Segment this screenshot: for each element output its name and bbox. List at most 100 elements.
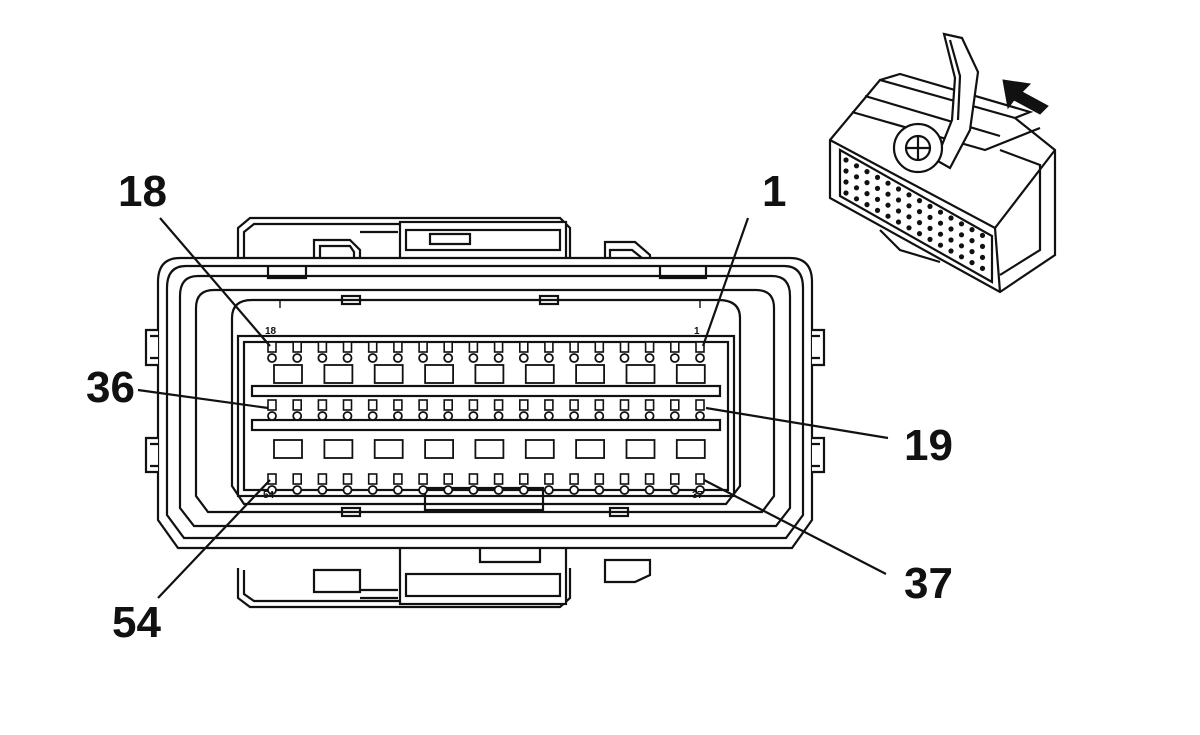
molded-number-1: 1 bbox=[694, 326, 700, 337]
pin-16 bbox=[317, 341, 328, 363]
inset-pin bbox=[853, 185, 860, 191]
leader-36 bbox=[137, 388, 269, 410]
inset-pin bbox=[874, 196, 881, 202]
pin-21 bbox=[644, 399, 655, 421]
pin-43 bbox=[544, 473, 554, 495]
lock-tab bbox=[373, 439, 404, 459]
lock-tab bbox=[474, 364, 505, 384]
leader-lines bbox=[137, 217, 889, 599]
pin-cavity bbox=[230, 294, 742, 518]
inset-pin bbox=[937, 209, 944, 215]
inset-pin bbox=[937, 242, 944, 248]
inset-pin bbox=[895, 197, 902, 203]
lock-tab bbox=[675, 439, 706, 459]
lock-tab bbox=[424, 364, 455, 384]
pin-20 bbox=[669, 399, 680, 421]
inset-pin bbox=[885, 191, 891, 197]
pin-1 bbox=[695, 341, 705, 363]
lock-tab bbox=[424, 439, 455, 459]
pin-46 bbox=[468, 473, 479, 495]
pin-array bbox=[267, 341, 706, 495]
inset-pin bbox=[885, 202, 891, 208]
inset-pin bbox=[864, 191, 870, 197]
leader-18 bbox=[159, 217, 271, 347]
inset-pin bbox=[843, 168, 849, 174]
inset-pin bbox=[927, 225, 933, 231]
pin-5 bbox=[594, 341, 605, 363]
molded-number-18: 18 bbox=[265, 326, 277, 337]
callout-1: 1 bbox=[762, 167, 786, 216]
pin-15 bbox=[342, 341, 353, 363]
inset-pin bbox=[979, 243, 986, 249]
pin-3 bbox=[644, 341, 655, 363]
pin-31 bbox=[392, 399, 403, 421]
inset-pin bbox=[853, 174, 860, 180]
inset-pin bbox=[969, 227, 975, 233]
pin-40 bbox=[619, 473, 630, 495]
lock-tab bbox=[273, 364, 303, 384]
pin-10 bbox=[468, 341, 479, 363]
pin-33 bbox=[342, 399, 353, 421]
pin-52 bbox=[317, 473, 328, 495]
leader-1 bbox=[701, 217, 750, 347]
inset-pin bbox=[916, 198, 923, 204]
inset-pin bbox=[874, 185, 881, 191]
inset-pin bbox=[979, 232, 986, 238]
inset-pin bbox=[916, 231, 923, 237]
inset-pin bbox=[864, 169, 870, 175]
inset-pin bbox=[916, 220, 923, 226]
pin-41 bbox=[594, 473, 605, 495]
lock-tab bbox=[675, 364, 706, 384]
lock-tab bbox=[575, 364, 605, 384]
inset-pin bbox=[958, 232, 965, 238]
callout-37: 37 bbox=[904, 559, 953, 608]
inset-pin bbox=[906, 214, 912, 220]
lock-tab bbox=[373, 364, 404, 384]
pin-38 bbox=[669, 473, 680, 495]
inset-pin bbox=[874, 207, 881, 213]
pin-25 bbox=[544, 399, 554, 421]
inset-pin bbox=[937, 220, 944, 226]
inset-pin bbox=[969, 249, 975, 255]
callout-36: 36 bbox=[86, 363, 135, 412]
pin-2 bbox=[669, 341, 680, 363]
inset-pin bbox=[979, 265, 986, 271]
leader-37 bbox=[703, 479, 887, 575]
inset-pin bbox=[895, 219, 902, 225]
pin-50 bbox=[367, 473, 378, 495]
inset-pin bbox=[885, 180, 891, 186]
inset-pin bbox=[885, 213, 891, 219]
pin-14 bbox=[367, 341, 378, 363]
inset-pin bbox=[927, 214, 933, 220]
pin-30 bbox=[418, 399, 429, 421]
molded-number-37: 37 bbox=[692, 490, 704, 501]
pin-53 bbox=[292, 473, 303, 495]
pin-27 bbox=[493, 399, 504, 421]
inset-pin bbox=[958, 221, 965, 227]
pin-37 bbox=[695, 473, 705, 495]
inset-pin bbox=[906, 192, 912, 198]
pin-23 bbox=[594, 399, 605, 421]
pin-39 bbox=[644, 473, 655, 495]
molded-number-54: 54 bbox=[263, 490, 275, 501]
pin-35 bbox=[292, 399, 303, 421]
pin-19 bbox=[695, 399, 705, 421]
pin-51 bbox=[342, 473, 353, 495]
callout-54: 54 bbox=[112, 598, 161, 647]
lock-tab bbox=[323, 364, 354, 384]
pin-9 bbox=[493, 341, 504, 363]
inset-pin bbox=[916, 209, 923, 215]
pin-12 bbox=[418, 341, 429, 363]
pin-26 bbox=[518, 399, 529, 421]
inset-pin bbox=[927, 203, 933, 209]
pin-44 bbox=[518, 473, 529, 495]
inset-pin bbox=[864, 202, 870, 208]
inset-connector-view bbox=[828, 32, 1057, 294]
callout-19: 19 bbox=[904, 421, 953, 470]
inset-pin bbox=[853, 163, 860, 169]
leader-19 bbox=[705, 406, 889, 440]
lock-tab bbox=[524, 364, 555, 384]
inset-pin bbox=[906, 225, 912, 231]
inset-pin bbox=[948, 226, 954, 232]
